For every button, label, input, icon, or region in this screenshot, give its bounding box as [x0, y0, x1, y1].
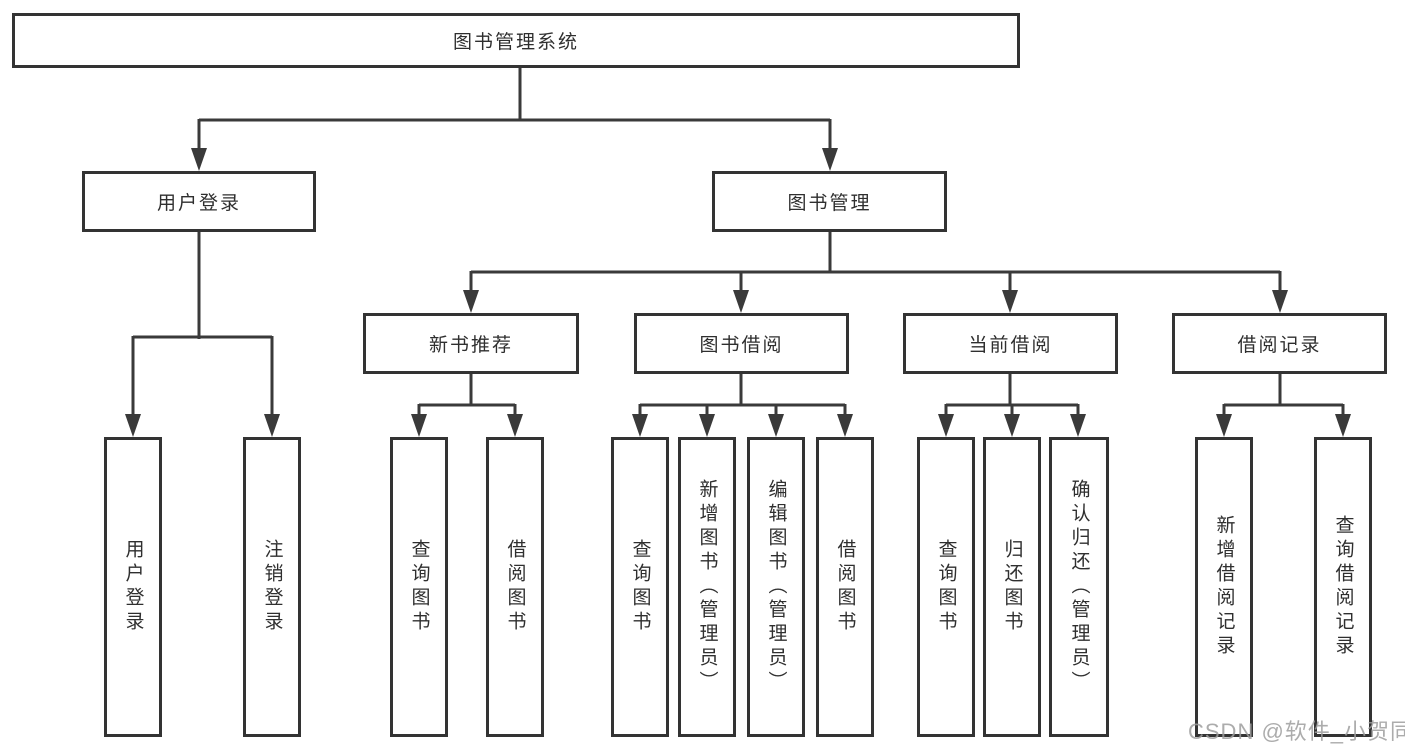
node-label: 新增借阅记录 — [1213, 515, 1235, 659]
csdn-watermark: CSDN @软件_小贺同学 — [1188, 719, 1405, 744]
leaf-add-book-admin: 新增图书（管理员） — [678, 437, 736, 737]
leaf-logout: 注销登录 — [243, 437, 301, 737]
node-label: 查询借阅记录 — [1332, 515, 1354, 659]
node-label: 当前借阅 — [968, 335, 1053, 356]
connector-user-login-to-leaves — [125, 232, 280, 437]
leaf-borrow-books-recommend: 借阅图书 — [486, 437, 544, 737]
leaf-query-books-borrow: 查询图书 — [611, 437, 669, 737]
node-label: 借阅图书 — [834, 539, 856, 635]
node-label: 图书管理系统 — [452, 32, 579, 53]
node-label: 用户登录 — [156, 193, 241, 214]
node-label: 归还图书 — [1001, 539, 1023, 635]
node-current-borrow: 当前借阅 — [903, 313, 1118, 374]
leaf-edit-book-admin: 编辑图书（管理员） — [747, 437, 805, 737]
node-borrow-record: 借阅记录 — [1172, 313, 1387, 374]
connector-borrow-record-to-leaves — [1216, 374, 1351, 437]
leaf-query-borrow-record: 查询借阅记录 — [1314, 437, 1372, 737]
node-label: 图书管理 — [787, 193, 872, 214]
connector-book-borrow-to-leaves — [632, 374, 853, 437]
leaf-return-book: 归还图书 — [983, 437, 1041, 737]
connector-current-borrow-to-leaves — [938, 374, 1086, 437]
connector-book-management-to-level3 — [463, 232, 1288, 313]
leaf-query-books-recommend: 查询图书 — [390, 437, 448, 737]
node-label: 查询图书 — [408, 539, 430, 635]
node-book-management: 图书管理 — [712, 171, 947, 232]
leaf-confirm-return-admin: 确认归还（管理员） — [1049, 437, 1109, 737]
node-label: 用户登录 — [122, 539, 144, 635]
node-label: 借阅图书 — [504, 539, 526, 635]
node-label: 新增图书（管理员） — [696, 479, 718, 695]
connector-new-book-recommend-to-leaves — [411, 374, 523, 437]
leaf-user-login: 用户登录 — [104, 437, 162, 737]
node-label: 新书推荐 — [428, 335, 513, 356]
connector-root-to-level2 — [191, 68, 838, 171]
node-label: 注销登录 — [261, 539, 283, 635]
node-label: 查询图书 — [935, 539, 957, 635]
node-label: 借阅记录 — [1237, 335, 1322, 356]
node-user-login: 用户登录 — [82, 171, 316, 232]
node-new-book-recommend: 新书推荐 — [363, 313, 579, 374]
node-book-borrow: 图书借阅 — [634, 313, 849, 374]
node-label: 图书借阅 — [699, 335, 784, 356]
leaf-borrow-books: 借阅图书 — [816, 437, 874, 737]
node-label: 确认归还（管理员） — [1068, 479, 1090, 695]
node-library-management-system: 图书管理系统 — [12, 13, 1020, 68]
leaf-query-books-current: 查询图书 — [917, 437, 975, 737]
leaf-add-borrow-record: 新增借阅记录 — [1195, 437, 1253, 737]
node-label: 编辑图书（管理员） — [765, 479, 787, 695]
node-label: 查询图书 — [629, 539, 651, 635]
